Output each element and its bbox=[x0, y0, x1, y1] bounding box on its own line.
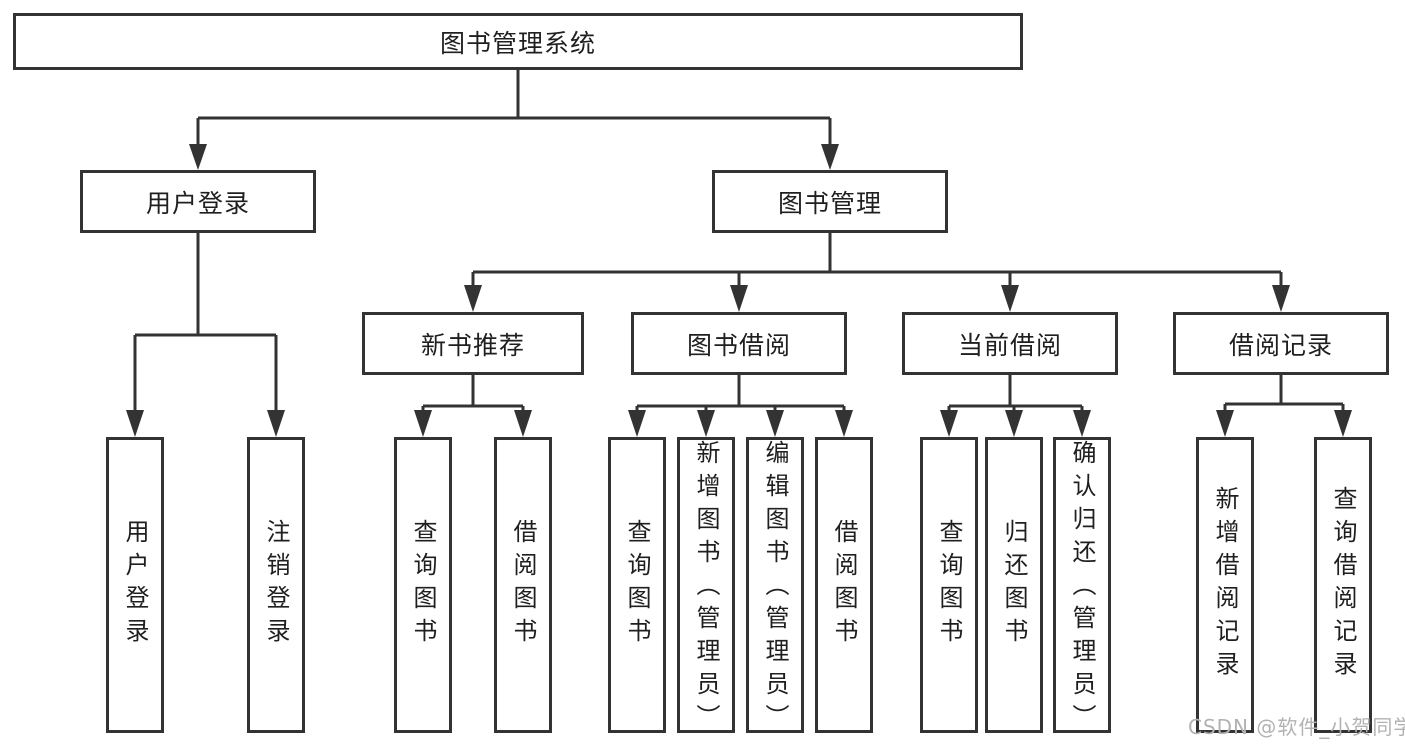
edge-book-management-to-level3 bbox=[464, 233, 1290, 312]
leaf-query-books-current: 查询图书 bbox=[920, 437, 978, 733]
leaf-borrow-books-recommend: 借阅图书 bbox=[494, 437, 552, 733]
edge-recommend-to-leaves bbox=[414, 375, 532, 437]
edge-root-to-level2 bbox=[189, 70, 839, 170]
node-root-library-system: 图书管理系统 bbox=[13, 13, 1023, 70]
node-book-management: 图书管理 bbox=[712, 170, 948, 233]
edge-current-to-leaves bbox=[940, 375, 1091, 437]
leaf-query-books-recommend: 查询图书 bbox=[394, 437, 452, 733]
node-borrowing-records: 借阅记录 bbox=[1173, 312, 1389, 375]
leaf-logout: 注销登录 bbox=[247, 437, 305, 733]
node-user-login: 用户登录 bbox=[80, 170, 316, 233]
leaf-add-borrow-record: 新增借阅记录 bbox=[1196, 437, 1254, 733]
node-book-borrowing: 图书借阅 bbox=[631, 312, 847, 375]
leaf-query-borrow-record: 查询借阅记录 bbox=[1314, 437, 1372, 733]
node-current-borrowing: 当前借阅 bbox=[902, 312, 1118, 375]
leaf-borrow-books-borrowing: 借阅图书 bbox=[815, 437, 873, 733]
leaf-add-books-admin: 新增图书（管理员） bbox=[677, 437, 735, 737]
leaf-user-login: 用户登录 bbox=[106, 437, 164, 733]
leaf-query-books-borrowing: 查询图书 bbox=[608, 437, 666, 733]
edge-borrowing-to-leaves bbox=[628, 375, 853, 437]
csdn-watermark: CSDN @软件_小贺同学 bbox=[1188, 715, 1405, 739]
node-new-book-recommend: 新书推荐 bbox=[362, 312, 584, 375]
edge-records-to-leaves bbox=[1216, 375, 1352, 437]
leaf-return-books: 归还图书 bbox=[985, 437, 1043, 733]
leaf-edit-books-admin: 编辑图书（管理员） bbox=[746, 437, 804, 737]
leaf-confirm-return-admin: 确认归还（管理员） bbox=[1053, 437, 1111, 737]
edge-user-login-to-leaves bbox=[126, 233, 285, 437]
